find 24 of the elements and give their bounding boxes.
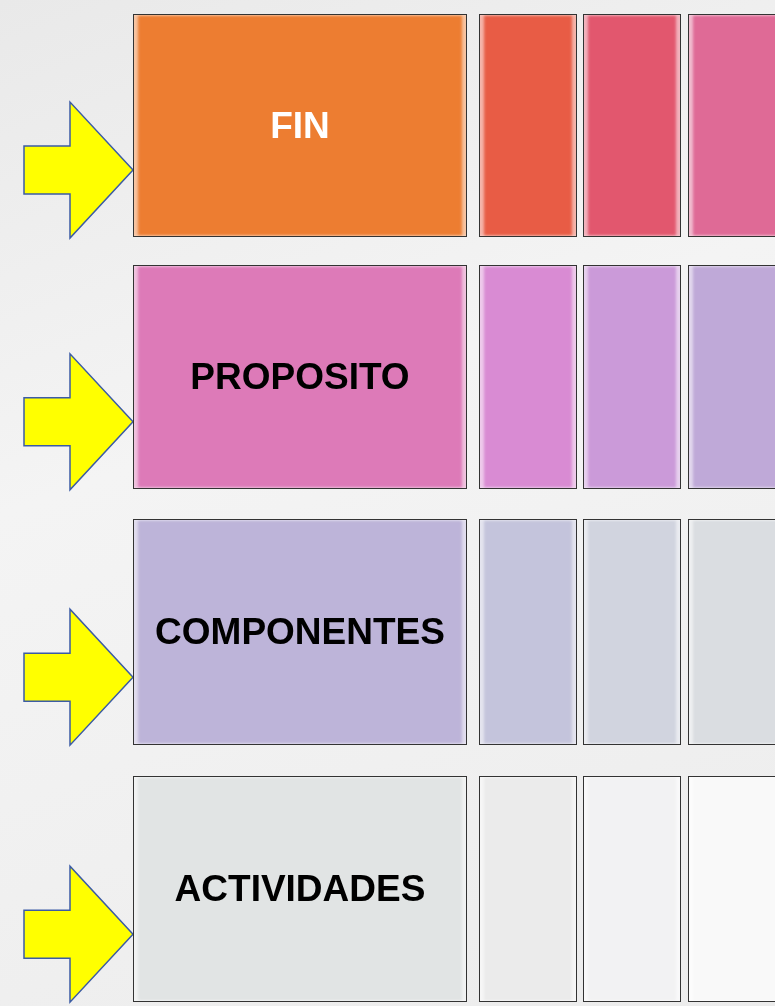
empty-box xyxy=(583,776,681,1002)
empty-box xyxy=(688,776,775,1002)
block-arrow xyxy=(23,864,135,1005)
empty-box xyxy=(479,776,577,1002)
block-arrow xyxy=(23,351,135,492)
level-box xyxy=(133,265,467,489)
level-label: PROPOSITO xyxy=(190,356,410,398)
empty-box xyxy=(688,519,775,745)
level-label: FIN xyxy=(270,104,330,147)
block-arrow xyxy=(23,100,135,240)
block-arrow xyxy=(23,607,135,748)
empty-box xyxy=(688,265,775,489)
empty-box xyxy=(479,519,577,745)
empty-box xyxy=(479,265,577,489)
level-label: ACTIVIDADES xyxy=(174,868,426,910)
empty-box xyxy=(583,519,681,745)
level-box xyxy=(133,776,467,1002)
empty-box xyxy=(583,265,681,489)
empty-box xyxy=(479,14,577,237)
level-box xyxy=(133,519,467,745)
level-label: COMPONENTES xyxy=(155,611,445,653)
level-box xyxy=(133,14,467,237)
empty-box xyxy=(688,14,775,237)
empty-box xyxy=(583,14,681,237)
